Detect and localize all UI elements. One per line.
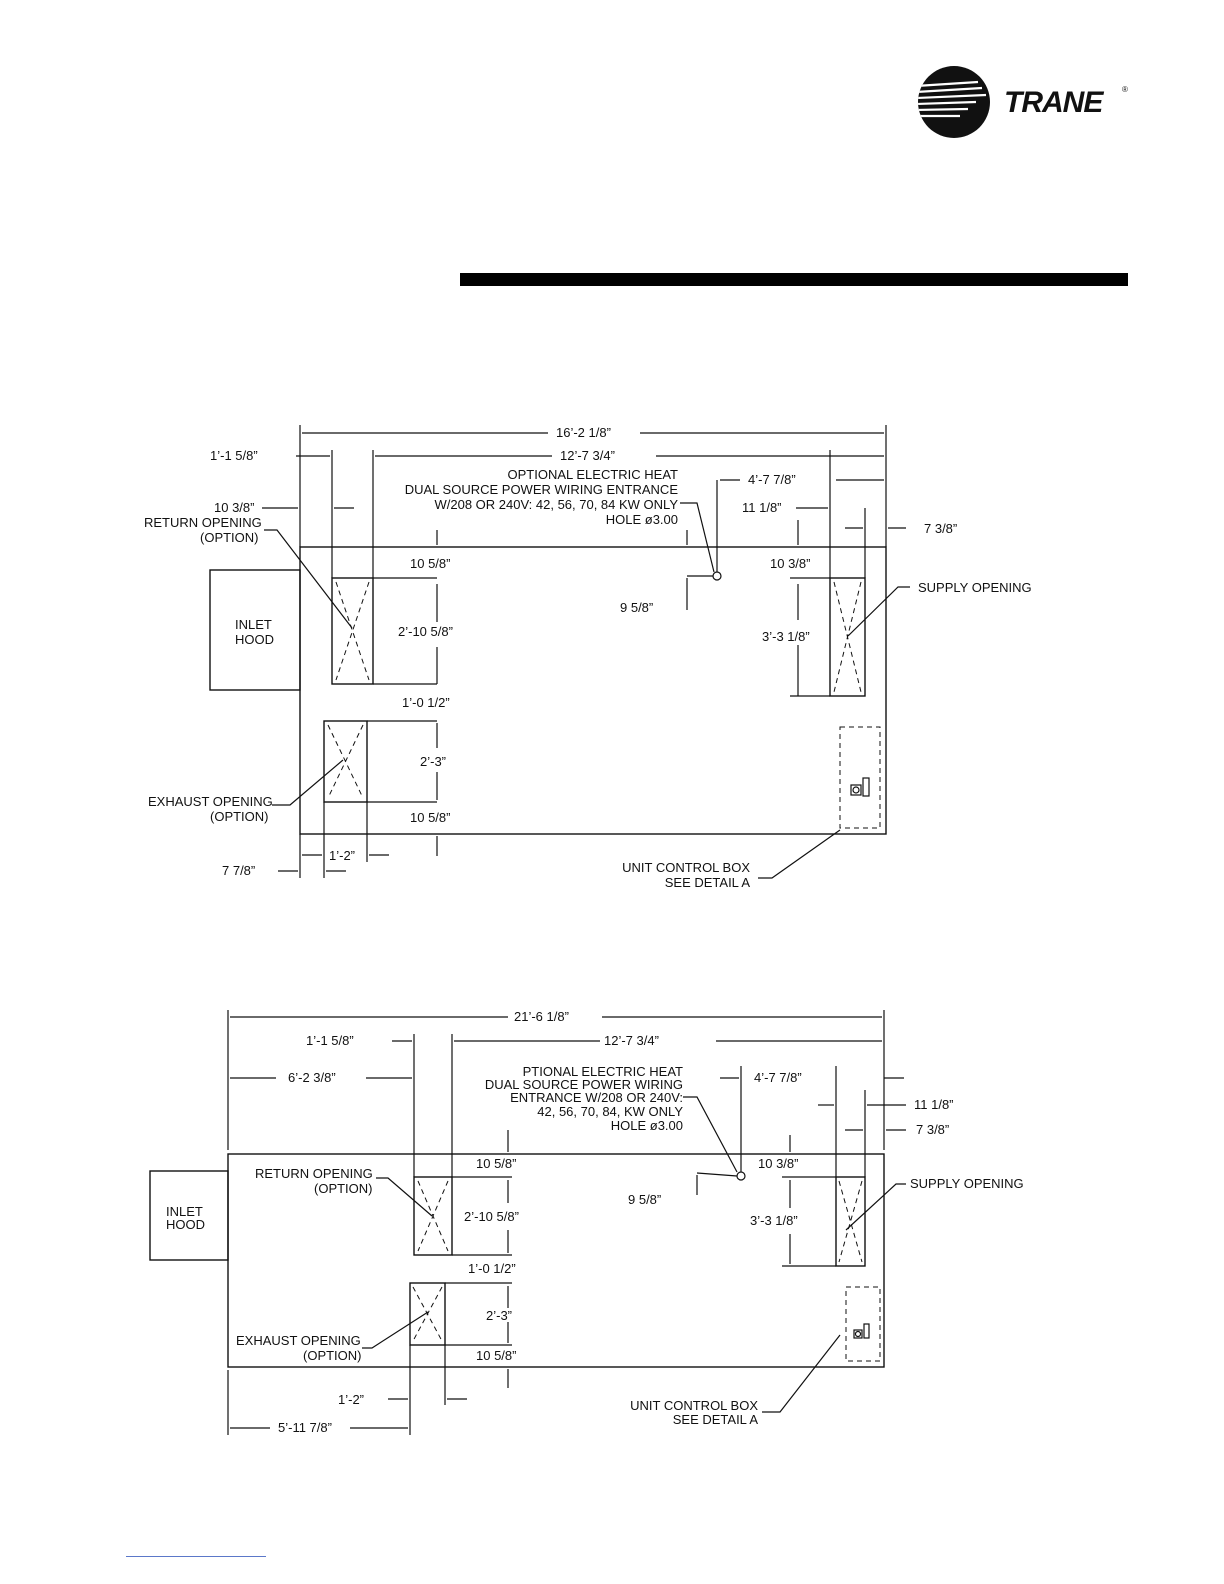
dim-hood-to-return: 6’-2 3/8” <box>288 1070 336 1085</box>
control-box-label-2: SEE DETAIL A <box>665 875 751 890</box>
supply-opening <box>835 1176 866 1267</box>
dim-gap-return-exhaust: 1’-0 1/2” <box>402 695 450 710</box>
unit-plan-drawing-2: INLET HOOD <box>149 1009 1024 1435</box>
heat-note-line-4: HOLE ø3.00 <box>606 512 678 527</box>
footer-rule <box>126 1556 266 1557</box>
dim-exhaust-left: 7 7/8” <box>222 863 255 878</box>
trane-logo: TRANE ® <box>918 66 1128 138</box>
dim-overall-length: 21’-6 1/8” <box>514 1009 569 1024</box>
dim-gap-return-exhaust: 1’-0 1/2” <box>468 1261 516 1276</box>
inlet-hood <box>149 1170 229 1261</box>
return-opening-label-1: RETURN OPENING <box>255 1166 373 1181</box>
exhaust-opening-label-2: (OPTION) <box>303 1348 362 1363</box>
brand-name: TRANE <box>1004 86 1104 119</box>
exhaust-opening <box>323 720 368 803</box>
dim-entrance-to-end: 4’-7 7/8” <box>748 472 796 487</box>
dim-entrance-to-end: 4’-7 7/8” <box>754 1070 802 1085</box>
exhaust-opening-label-2: (OPTION) <box>210 809 269 824</box>
heat-note-line-1: OPTIONAL ELECTRIC HEAT <box>508 467 679 482</box>
dimension-lines <box>227 1010 906 1435</box>
dim-exhaust-height: 2’-3” <box>420 754 446 769</box>
heat-note-line-5: HOLE ø3.00 <box>611 1118 683 1133</box>
control-box-label-2: SEE DETAIL A <box>673 1412 759 1427</box>
dim-supply-edge: 7 3/8” <box>924 521 957 536</box>
unit-control-box <box>845 1286 881 1362</box>
unit-plan-drawing-1: INLET HOOD <box>144 425 1032 890</box>
dim-exhaust-bottom: 10 5/8” <box>476 1348 516 1363</box>
control-box-label-1: UNIT CONTROL BOX <box>630 1398 758 1413</box>
heat-note-line-2: DUAL SOURCE POWER WIRING <box>485 1077 683 1092</box>
dim-exhaust-left: 5’-11 7/8” <box>278 1420 332 1435</box>
heat-note-line-3: ENTRANCE W/208 OR 240V: <box>510 1090 683 1105</box>
inlet-hood-label-1: INLET <box>235 617 272 632</box>
dim-supply-offset: 11 1/8” <box>914 1097 954 1112</box>
return-opening <box>413 1176 453 1256</box>
dim-return-offset: 1’-1 5/8” <box>210 448 258 463</box>
return-opening-label-2: (OPTION) <box>314 1181 373 1196</box>
inlet-hood-label-2: HOOD <box>235 632 274 647</box>
dim-return-top: 10 5/8” <box>410 556 450 571</box>
dim-return-top: 10 5/8” <box>476 1156 516 1171</box>
dim-supply-height: 3’-3 1/8” <box>750 1213 798 1228</box>
inlet-hood-label-2: HOOD <box>166 1217 205 1232</box>
dim-return-left: 10 3/8” <box>214 500 254 515</box>
dim-exhaust-width: 1’-2” <box>338 1392 364 1407</box>
return-opening <box>331 577 374 685</box>
supply-opening-label: SUPPLY OPENING <box>918 580 1032 595</box>
heat-note-line-1: PTIONAL ELECTRIC HEAT <box>523 1064 683 1079</box>
return-opening-label-1: RETURN OPENING <box>144 515 262 530</box>
exhaust-opening <box>409 1282 446 1346</box>
dim-supply-height: 3’-3 1/8” <box>762 629 810 644</box>
dim-return-height: 2’-10 5/8” <box>464 1209 519 1224</box>
dim-supply-span: 12’-7 3/4” <box>560 448 615 463</box>
control-box-label-1: UNIT CONTROL BOX <box>622 860 750 875</box>
supply-opening-label: SUPPLY OPENING <box>910 1176 1024 1191</box>
dim-exhaust-height: 2’-3” <box>486 1308 512 1323</box>
dim-exhaust-width: 1’-2” <box>329 848 355 863</box>
return-opening-label-2: (OPTION) <box>200 530 259 545</box>
heat-note-line-2: DUAL SOURCE POWER WIRING ENTRANCE <box>405 482 679 497</box>
dim-supply-offset: 11 1/8” <box>742 500 782 515</box>
dim-overall-length: 16’-2 1/8” <box>556 425 611 440</box>
dim-hole-down: 9 5/8” <box>620 600 653 615</box>
heat-note-line-3: W/208 OR 240V: 42, 56, 70, 84 KW ONLY <box>434 497 678 512</box>
dimension-lines <box>262 425 910 879</box>
inlet-hood-label-1: INLET <box>166 1204 203 1219</box>
header-rule <box>460 273 1128 286</box>
dim-supply-top: 10 3/8” <box>770 556 810 571</box>
supply-opening <box>829 577 866 697</box>
exhaust-opening-label-1: EXHAUST OPENING <box>148 794 273 809</box>
inlet-hood <box>209 569 301 691</box>
dim-exhaust-bottom: 10 5/8” <box>410 810 450 825</box>
dim-supply-span: 12’-7 3/4” <box>604 1033 659 1048</box>
registered-mark: ® <box>1122 85 1128 94</box>
wiring-hole <box>712 571 722 581</box>
dim-return-height: 2’-10 5/8” <box>398 624 453 639</box>
wiring-hole <box>736 1171 746 1181</box>
dim-hole-down: 9 5/8” <box>628 1192 661 1207</box>
dim-supply-top: 10 3/8” <box>758 1156 798 1171</box>
dim-supply-edge: 7 3/8” <box>916 1122 949 1137</box>
heat-note-line-4: 42, 56, 70, 84, KW ONLY <box>537 1104 683 1119</box>
dim-return-offset: 1’-1 5/8” <box>306 1033 354 1048</box>
unit-control-box <box>839 726 881 829</box>
exhaust-opening-label-1: EXHAUST OPENING <box>236 1333 361 1348</box>
